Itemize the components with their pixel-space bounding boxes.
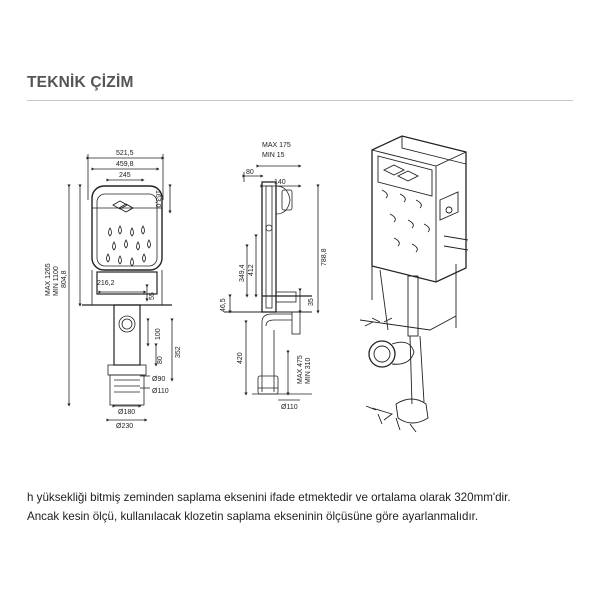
dim-pipe-dia-small: Ø90 xyxy=(152,376,165,383)
installation-note: h yüksekliği bitmiş zeminden saplama eks… xyxy=(27,488,587,526)
dim-pipe-dia-base: Ø180 xyxy=(118,409,135,416)
isometric-view xyxy=(359,135,469,433)
dim-pipe-height: 352 xyxy=(175,346,182,358)
dim-overall-width: 521,5 xyxy=(116,150,134,157)
dim-frame-width: 459,8 xyxy=(116,161,134,168)
dim-depth: 55 xyxy=(149,292,156,300)
dim-height-788: 788,8 xyxy=(321,248,328,266)
dim-offset-35: 35 xyxy=(308,298,315,306)
dim-base-dia: Ø230 xyxy=(116,423,133,430)
title-divider xyxy=(27,100,573,101)
dim-top-height: 163,0 xyxy=(154,190,161,208)
dim-range-min: MIN 310 xyxy=(305,357,312,384)
dim-pipe-offset: 100 xyxy=(155,328,162,340)
note-line-2: Ancak kesin ölçü, kullanılacak klozetin … xyxy=(27,510,479,523)
dim-outlet-dia: Ø110 xyxy=(281,404,298,411)
page-title: TEKNİK ÇİZİM xyxy=(27,74,134,91)
dim-depth-max: MAX 175 xyxy=(262,142,291,149)
dim-offset-46: 46,5 xyxy=(220,298,227,312)
dim-pipe-spacing: 80 xyxy=(157,356,164,364)
dim-width-140: 140 xyxy=(274,179,286,186)
dim-depth-80: 80 xyxy=(246,169,254,176)
dim-height-412: 412 xyxy=(248,264,255,276)
side-view xyxy=(224,164,320,401)
dim-panel-width: 245 xyxy=(119,172,131,179)
dim-height-min: MIN 1100 xyxy=(53,266,60,296)
dim-range-max: MAX 475 xyxy=(297,355,304,384)
dim-inner-width: 216,2 xyxy=(97,280,115,287)
front-view xyxy=(67,154,174,422)
dim-pipe-dia-mid: Ø110 xyxy=(152,388,169,395)
dim-height-max: MAX 1265 xyxy=(45,263,52,296)
dim-depth-min: MIN 15 xyxy=(262,152,285,159)
dim-total-height: 804,8 xyxy=(61,270,68,288)
note-line-1: h yüksekliği bitmiş zeminden saplama eks… xyxy=(27,491,511,504)
dim-height-420: 420 xyxy=(237,352,244,364)
dim-height-349: 349,4 xyxy=(239,264,246,282)
